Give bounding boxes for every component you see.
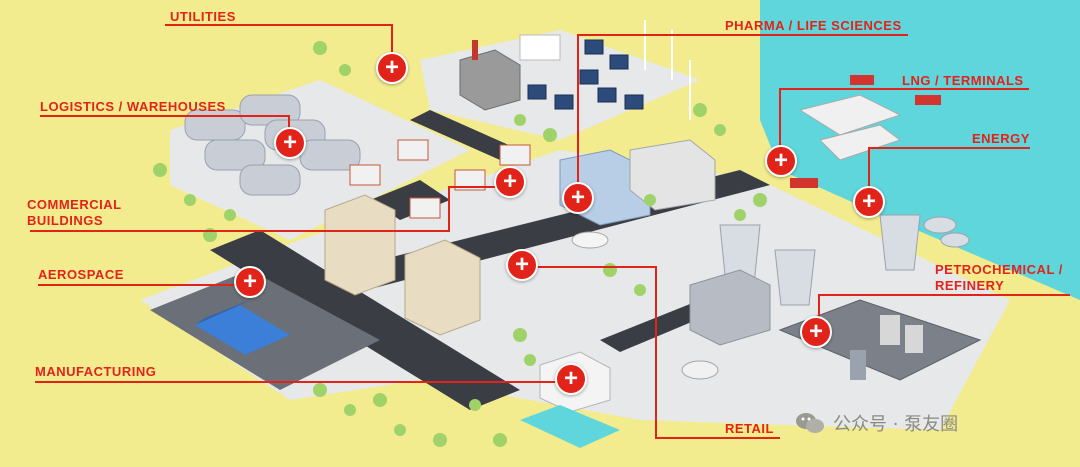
wind-turbines xyxy=(644,20,691,120)
label-petro-line2: REFINERY xyxy=(935,278,1005,293)
hotspot-retail[interactable]: + xyxy=(506,249,538,281)
leader-line-energy xyxy=(868,147,870,189)
leader-line-lng xyxy=(779,88,781,148)
houses xyxy=(349,139,531,219)
airport-terminal xyxy=(195,305,290,355)
hotspot-commercial[interactable]: + xyxy=(494,166,526,198)
label-commercial-line2: BUILDINGS xyxy=(27,213,103,228)
hotspot-aerospace[interactable]: + xyxy=(234,266,266,298)
commercial-buildings xyxy=(324,194,481,336)
power-plant xyxy=(459,34,561,111)
leader-line-energy xyxy=(868,147,1030,149)
label-aerospace: AEROSPACE xyxy=(38,267,124,282)
leader-line-commercial xyxy=(30,230,450,232)
hotspot-pharma[interactable]: + xyxy=(562,182,594,214)
leader-line-petro xyxy=(818,294,820,318)
solar-panels xyxy=(527,39,644,110)
leader-line-retail xyxy=(535,266,657,268)
leader-line-pharma xyxy=(577,34,579,184)
leader-line-logistics xyxy=(288,115,290,131)
leader-line-utilities xyxy=(165,24,393,26)
leader-line-aerospace xyxy=(38,284,238,286)
hotspot-lng[interactable]: + xyxy=(765,145,797,177)
label-pharma: PHARMA / LIFE SCIENCES xyxy=(725,18,902,33)
label-lng: LNG / TERMINALS xyxy=(902,73,1024,88)
leader-line-commercial xyxy=(448,186,498,188)
label-energy: ENERGY xyxy=(972,131,1030,146)
label-utilities: UTILITIES xyxy=(170,9,236,24)
hotspot-manufacturing[interactable]: + xyxy=(555,363,587,395)
hotspot-utilities[interactable]: + xyxy=(376,52,408,84)
lng-terminal xyxy=(790,75,941,188)
cooling-towers xyxy=(719,214,970,306)
leader-line-retail xyxy=(655,437,780,439)
ground-platform xyxy=(140,150,1010,430)
leader-line-petro xyxy=(818,294,1070,296)
warehouses xyxy=(184,94,361,196)
label-petro-line1: PETROCHEMICAL / xyxy=(935,262,1063,277)
label-commercial: COMMERCIAL BUILDINGS xyxy=(27,198,122,228)
label-retail: RETAIL xyxy=(725,421,774,436)
road xyxy=(410,110,520,160)
hotspot-petro[interactable]: + xyxy=(800,316,832,348)
road xyxy=(210,230,520,410)
watermark: 公众号 · 泵友圈 xyxy=(795,410,958,436)
leader-line-utilities xyxy=(391,24,393,62)
leader-line-pharma xyxy=(578,34,908,36)
label-logistics: LOGISTICS / WAREHOUSES xyxy=(40,99,226,114)
refinery xyxy=(778,299,982,381)
canal xyxy=(520,405,620,448)
leader-line-manufacturing xyxy=(35,381,555,383)
label-commercial-line1: COMMERCIAL xyxy=(27,197,122,212)
wechat-icon xyxy=(796,413,824,433)
hotspot-energy[interactable]: + xyxy=(853,186,885,218)
watermark-text: 公众号 · 泵友圈 xyxy=(833,414,959,435)
leader-line-commercial xyxy=(448,186,450,232)
label-manufacturing: MANUFACTURING xyxy=(35,364,157,379)
leader-line-retail xyxy=(655,266,657,439)
leader-line-logistics xyxy=(40,115,290,117)
sea-area xyxy=(760,0,1080,300)
hotspot-logistics[interactable]: + xyxy=(274,127,306,159)
label-petro: PETROCHEMICAL / REFINERY xyxy=(935,263,1063,293)
airport-terminal-top xyxy=(195,300,250,325)
leader-line-lng xyxy=(779,88,1029,90)
